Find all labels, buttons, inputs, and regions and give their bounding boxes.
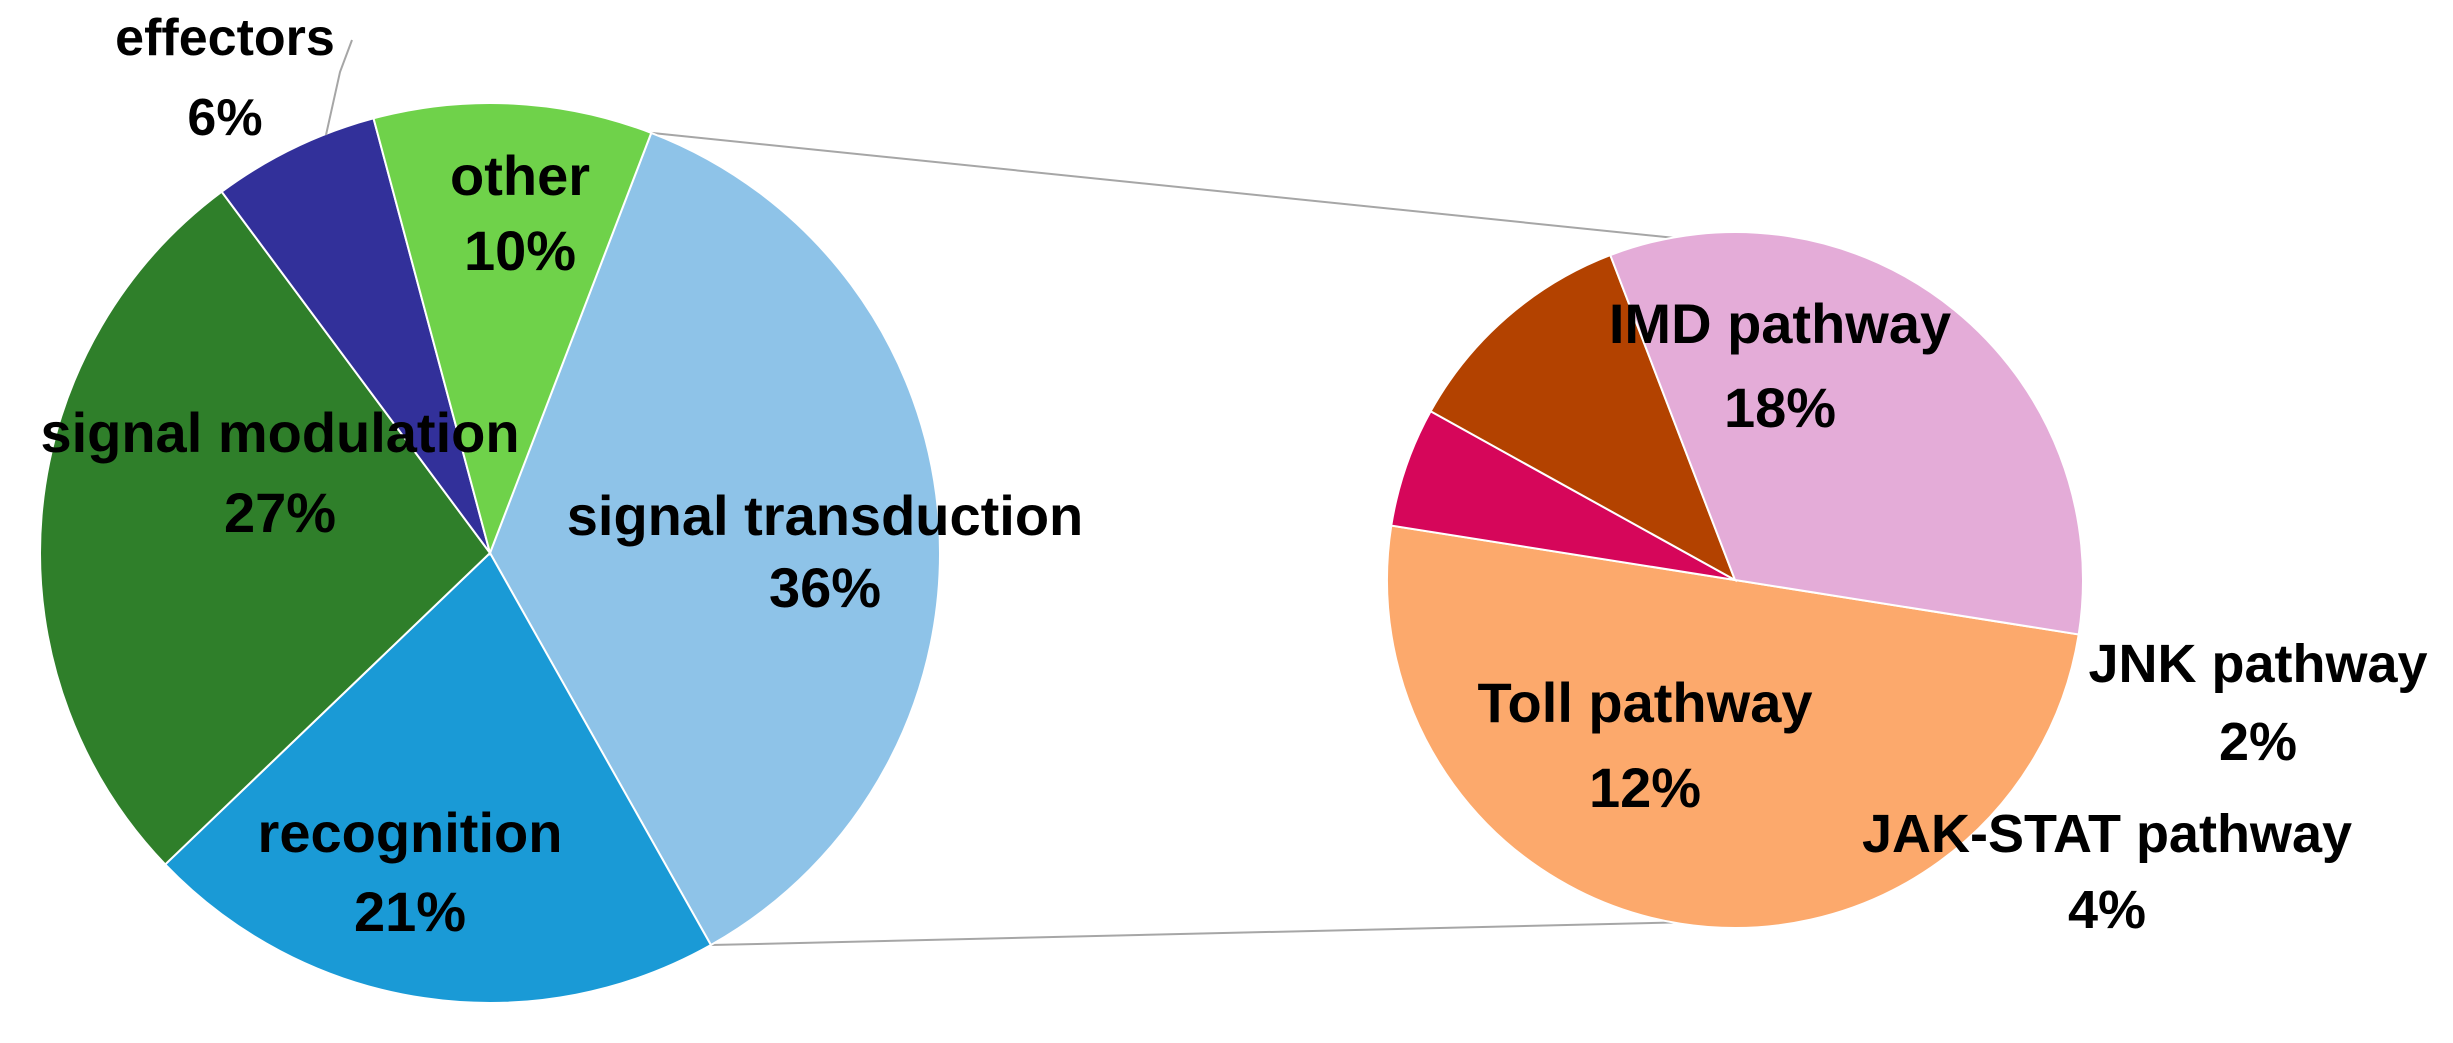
- sub-jak-stat-pathway-value: 4%: [2068, 880, 2146, 940]
- main-signal-transduction-label: signal transduction: [567, 484, 1084, 547]
- sub-toll-pathway-label: Toll pathway: [1478, 671, 1813, 734]
- main-other-value: 10%: [464, 219, 576, 282]
- main-effectors-value: 6%: [187, 89, 262, 147]
- connector-lines: [651, 131, 1696, 947]
- main-signal-transduction-value: 36%: [769, 556, 881, 619]
- connector-line-top: [651, 131, 1696, 241]
- main-slice-signal-modulation: [39, 190, 492, 866]
- leader-lines: [325, 39, 353, 136]
- sub-jak-stat-pathway-label: JAK-STAT pathway: [1862, 804, 2352, 864]
- slice-labels: signal transduction 36% recognition 21% sign…: [40, 9, 2427, 943]
- leader-line-effectors: [325, 39, 353, 136]
- sub-slice-toll-pathway: [1608, 231, 2084, 636]
- main-other-label: other: [450, 144, 590, 207]
- main-slice-other: [372, 102, 653, 557]
- main-slice-recognition: [163, 551, 713, 1004]
- main-slice-signal-transduction: [488, 131, 942, 947]
- connector-line-bottom: [710, 921, 1696, 947]
- main-slice-effectors: [220, 117, 491, 554]
- sub-toll-pathway-value: 12%: [1589, 756, 1701, 819]
- secondary-pie: [1386, 231, 2084, 930]
- main-recognition-value: 21%: [354, 880, 466, 943]
- main-signal-modulation-value: 27%: [224, 481, 336, 544]
- main-signal-modulation-label: signal modulation: [40, 401, 519, 464]
- sub-imd-pathway-label: IMD pathway: [1609, 292, 1951, 355]
- sub-imd-pathway-value: 18%: [1724, 376, 1836, 439]
- main-effectors-label: effectors: [115, 9, 335, 67]
- sub-jnk-pathway-label: JNK pathway: [2088, 634, 2427, 694]
- sub-slice-imd-pathway: [1386, 524, 2080, 930]
- main-pie: [39, 102, 942, 1004]
- main-recognition-label: recognition: [258, 801, 563, 864]
- sub-jnk-pathway-value: 2%: [2219, 712, 2297, 772]
- sub-slice-jak-stat-pathway: [1429, 253, 1737, 583]
